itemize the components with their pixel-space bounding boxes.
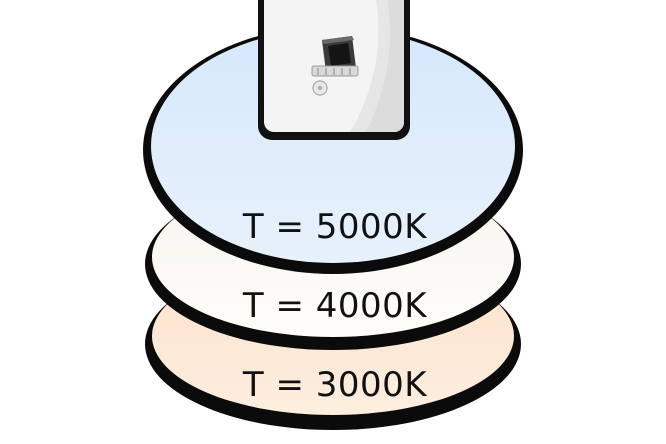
panel-3000k-label: T = 3000K <box>242 365 428 405</box>
panel-5000k-face <box>151 29 515 263</box>
panel-4000k-label: T = 4000K <box>242 286 428 326</box>
ceiling-mount-connector-icon <box>311 36 359 96</box>
panel-5000k: T = 5000K <box>143 26 523 274</box>
inset-detail-photo <box>258 0 410 140</box>
panel-5000k-label: T = 5000K <box>242 207 428 247</box>
